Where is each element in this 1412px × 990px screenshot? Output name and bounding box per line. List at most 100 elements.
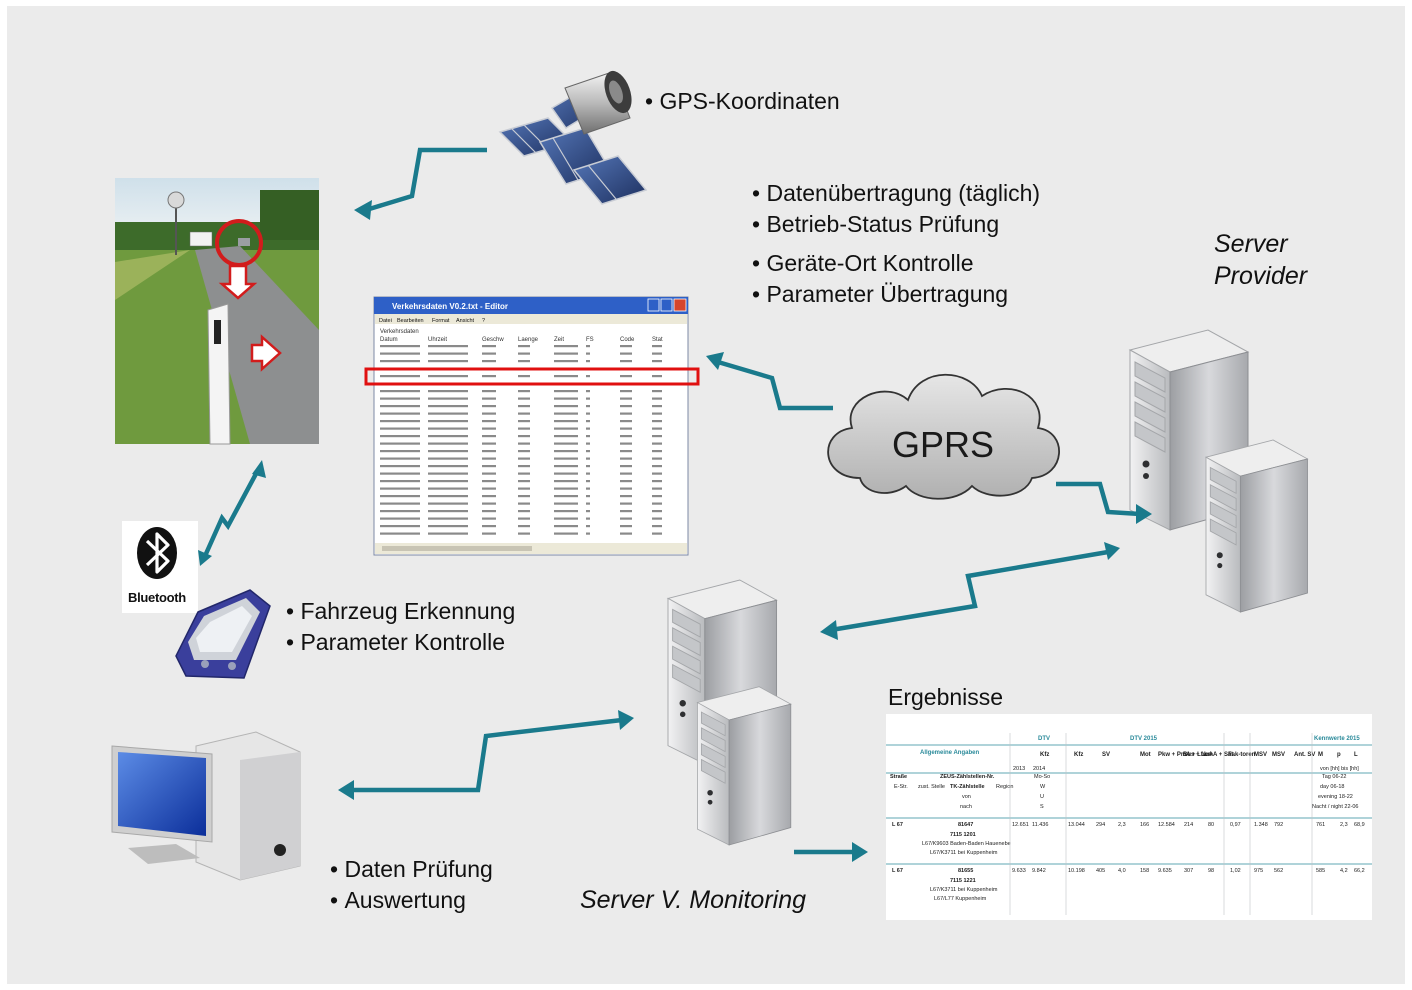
editor-minimize-button[interactable]	[647, 298, 660, 312]
editor-line-glyph	[620, 525, 632, 528]
editor-line-glyph	[518, 450, 530, 453]
editor-title: Verkehrsdaten V0.2.txt - Editor	[392, 302, 508, 311]
editor-menu-bearbeiten[interactable]: Bearbeiten	[397, 318, 424, 324]
editor-line-glyph	[652, 427, 662, 430]
editor-scrollbar[interactable]	[382, 546, 532, 551]
results-cell: 307	[1184, 868, 1193, 874]
results-period-moso: Mo-So	[1034, 774, 1050, 780]
editor-line-glyph	[482, 495, 496, 498]
editor-line-glyph	[380, 397, 420, 400]
editor-line-glyph	[554, 487, 578, 490]
editor-line-glyph	[518, 480, 530, 483]
editor-line-glyph	[620, 345, 632, 348]
editor-line-glyph	[620, 472, 632, 475]
editor-line-glyph	[586, 352, 590, 355]
results-period-evening: evening 18-22	[1318, 794, 1353, 800]
editor-line-glyph	[482, 360, 496, 363]
results-cell: 294	[1096, 822, 1105, 828]
editor-line-glyph	[380, 480, 420, 483]
editor-menu-help[interactable]: ?	[482, 318, 485, 324]
editor-line-glyph	[554, 510, 578, 513]
results-cell: 166	[1140, 822, 1149, 828]
editor-line-glyph	[620, 427, 632, 430]
editor-line-glyph	[380, 450, 420, 453]
editor-line-glyph	[554, 352, 578, 355]
editor-line-glyph	[380, 472, 420, 475]
results-road-2: L 67	[892, 868, 903, 874]
results-label-zeus: ZEUS-Zählstellen-Nr.	[940, 774, 995, 780]
editor-line-glyph	[586, 360, 590, 363]
editor-menu-ansicht[interactable]: Ansicht	[456, 318, 475, 324]
editor-line-glyph	[518, 502, 530, 505]
editor-line-glyph	[586, 450, 590, 453]
editor-line-glyph	[518, 495, 530, 498]
results-cell: 4,0	[1118, 868, 1126, 874]
results-cell: 761	[1316, 822, 1325, 828]
editor-maximize-button[interactable]	[660, 298, 673, 312]
editor-line-glyph	[428, 495, 468, 498]
editor-line-glyph	[586, 375, 590, 378]
editor-line-glyph	[518, 352, 530, 355]
connection-arrows	[202, 147, 1141, 855]
editor-line-glyph	[554, 435, 578, 438]
editor-line-glyph	[518, 532, 530, 535]
editor-line-glyph	[620, 517, 632, 520]
editor-line-glyph	[380, 457, 420, 460]
editor-line-glyph	[380, 532, 420, 535]
editor-line-glyph	[620, 457, 632, 460]
highlighted-row	[364, 367, 700, 386]
editor-line-glyph	[652, 352, 662, 355]
editor-line-glyph	[428, 465, 468, 468]
editor-line-glyph	[652, 487, 662, 490]
editor-line-glyph	[586, 427, 590, 430]
editor-line-glyph	[620, 420, 632, 423]
results-col-header: Fak-toren	[1228, 752, 1256, 758]
editor-line-glyph	[428, 375, 468, 378]
editor-line-glyph	[554, 457, 578, 460]
editor-line-glyph	[586, 480, 590, 483]
editor-line-glyph	[518, 517, 530, 520]
editor-line-glyph	[554, 360, 578, 363]
editor-menu-datei[interactable]: Datei	[379, 318, 392, 324]
results-col-header: Kfz	[1074, 752, 1083, 758]
gprs-label: GPRS	[892, 424, 995, 465]
results-allgemeine-angaben: Allgemeine Angaben	[920, 750, 979, 756]
editor-line-glyph	[554, 405, 578, 408]
editor-line-glyph	[586, 487, 590, 490]
results-table: DTV DTV 2015 Kennwerte 2015 Allgemeine A…	[886, 714, 1372, 920]
arrow-bluetooth-photo	[202, 468, 260, 557]
results-cell: 1.348	[1254, 822, 1268, 828]
results-col-header: SV	[1102, 752, 1110, 758]
editor-line-glyph	[620, 487, 632, 490]
editor-menu-format[interactable]: Format	[432, 318, 450, 324]
editor-header-line: Verkehrsdaten	[380, 329, 419, 335]
editor-line-glyph	[586, 465, 590, 468]
editor-line-glyph	[482, 397, 496, 400]
editor-line-glyph	[482, 480, 496, 483]
editor-line-glyph	[482, 450, 496, 453]
editor-col-laenge: Laenge	[518, 337, 539, 343]
editor-line-glyph	[652, 472, 662, 475]
editor-line-glyph	[554, 427, 578, 430]
editor-line-glyph	[380, 412, 420, 415]
editor-line-glyph	[482, 525, 496, 528]
editor-line-glyph	[482, 435, 496, 438]
results-place-3: L67/K3711 bei Kuppenheim	[930, 887, 998, 893]
results-cell: 9.633	[1012, 868, 1026, 874]
editor-line-glyph	[554, 525, 578, 528]
results-period-hh: von [hh] bis [hh]	[1320, 766, 1359, 772]
daten-list-item: Parameter Übertragung	[752, 279, 1040, 310]
results-cell: 2,3	[1340, 822, 1348, 828]
editor-col-geschw: Geschw	[482, 337, 504, 343]
editor-line-glyph	[620, 465, 632, 468]
editor-line-glyph	[620, 502, 632, 505]
editor-line-glyph	[586, 517, 590, 520]
pc-list-item: Daten Prüfung	[330, 854, 492, 885]
arrow-satellite-to-photo	[365, 147, 487, 213]
handheld-list-item: Parameter Kontrolle	[286, 627, 515, 658]
editor-close-button[interactable]	[673, 298, 687, 312]
editor-line-glyph	[620, 480, 632, 483]
editor-line-glyph	[380, 502, 420, 505]
editor-line-glyph	[518, 435, 530, 438]
editor-line-glyph	[518, 465, 530, 468]
